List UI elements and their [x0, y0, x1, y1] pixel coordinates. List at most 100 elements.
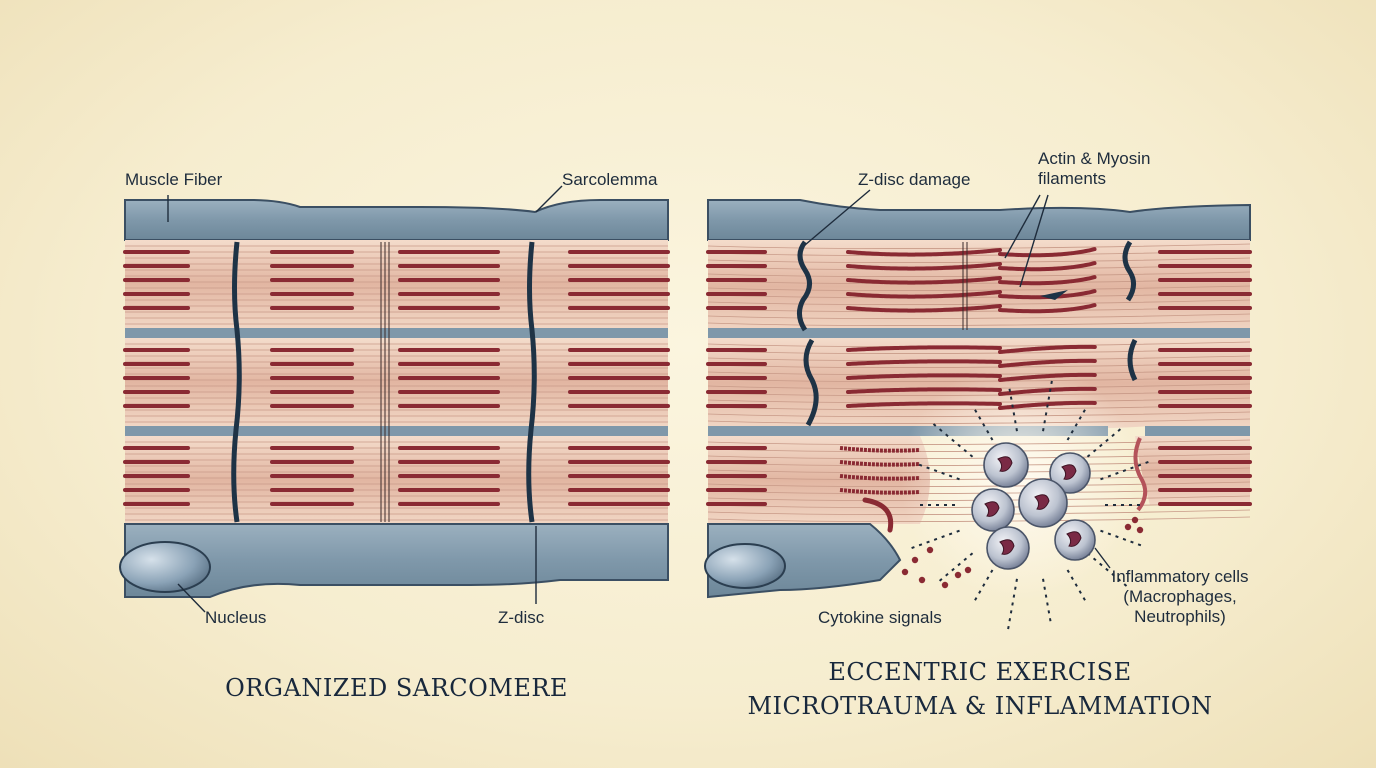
actin-filament: [707, 390, 1251, 396]
actin-filament: [707, 516, 1251, 522]
tear-mark: [1040, 290, 1068, 300]
myofibril-bands-left: [125, 240, 668, 524]
cytokine-dot: [964, 566, 972, 574]
cytokine-dot: [954, 571, 962, 579]
actin-filament: [707, 474, 1251, 480]
actin-filament: [707, 404, 1251, 410]
label-actin-myosin-line-2: filaments: [1038, 169, 1107, 189]
actin-filament: [707, 285, 1251, 291]
signal-ray: [1042, 376, 1054, 432]
myosin-filament-beaded: [846, 345, 1002, 352]
signal-ray: [907, 529, 960, 551]
cytokine-dot: [1124, 523, 1132, 531]
signal-ray: [929, 420, 974, 458]
title-eccentric-exercise: ECCENTRIC EXERCISE MICROTRAUMA & INFLAMM…: [700, 656, 1260, 723]
myosin-filament-beaded: [846, 359, 1002, 366]
myosin-filament-beaded: [846, 276, 1002, 285]
label-z-disc-damage: Z-disc damage: [858, 170, 971, 189]
myosin-filament-beaded: [998, 358, 1097, 368]
cytokine-dot: [941, 581, 949, 589]
frayed-filament: [862, 497, 894, 533]
label-sarcolemma: Sarcolemma: [562, 170, 658, 189]
actin-filament: [707, 320, 1251, 326]
signal-ray: [1066, 409, 1086, 441]
leader-lines-right: [804, 189, 1111, 569]
z-disc-torn: [1133, 437, 1148, 512]
inflammatory-cell: [1054, 519, 1096, 561]
myosin-filament-beaded: [998, 372, 1097, 382]
actin-filament: [707, 460, 1251, 466]
sarcolemma-top-damaged: [707, 199, 1251, 241]
myosin-filament-beaded: [846, 304, 1002, 313]
myosin-filament-beaded: [998, 344, 1097, 354]
cytokine-dot: [911, 556, 919, 564]
actin-filament: [707, 509, 1251, 515]
actin-filament: [707, 439, 1251, 445]
actin-filament: [707, 418, 1251, 424]
actin-filament: [707, 453, 1251, 459]
label-z-disc: Z-disc: [498, 608, 545, 627]
title-eccentric-line-2: MICROTRAUMA & INFLAMMATION: [747, 691, 1213, 720]
actin-filament: [707, 243, 1251, 249]
label-cytokine-signals: Cytokine signals: [818, 608, 942, 627]
actin-filament: [707, 271, 1251, 277]
actin-filament: [707, 495, 1251, 501]
myosin-filament-beaded: [998, 303, 1097, 314]
actin-filament: [707, 446, 1251, 452]
cytokine-dot: [918, 576, 926, 584]
cell-nucleus: [997, 456, 1013, 472]
m-line-left: [380, 242, 390, 522]
myosin-filament-beaded: [998, 275, 1097, 286]
inflammatory-cell: [971, 488, 1015, 532]
nucleus: [119, 541, 211, 593]
right-panel-damaged: [704, 189, 1252, 634]
cell-nucleus: [984, 501, 1000, 517]
label-inflammatory-cells: Inflammatory cells (Macrophages, Neutrop…: [1095, 567, 1265, 627]
actin-filament: [707, 362, 1251, 368]
cytokine-dot: [1131, 516, 1139, 524]
inflammatory-cell: [986, 526, 1030, 570]
myosin-filament-beaded: [846, 387, 1002, 394]
nucleus-right: [704, 543, 786, 589]
actin-filament: [707, 467, 1251, 473]
cell-nucleus: [999, 539, 1015, 555]
actin-filament: [707, 348, 1251, 354]
myosin-filament-beaded: [839, 446, 921, 453]
title-organized-sarcomere: ORGANIZED SARCOMERE: [225, 674, 568, 702]
myosin-filament-beaded: [846, 248, 1002, 257]
myosin-filament-beaded: [846, 401, 1002, 408]
cytokine-dot: [926, 546, 934, 554]
z-disc-damaged-1: [797, 240, 819, 427]
sarcolemma-top: [124, 199, 669, 241]
actin-filament: [707, 488, 1251, 494]
myosin-filament-beaded: [839, 488, 921, 495]
inflammatory-cell: [983, 442, 1029, 488]
actin-filament: [707, 257, 1251, 263]
actin-filament: [707, 481, 1251, 487]
inflammatory-cell: [1049, 452, 1091, 494]
cytokine-dot: [901, 568, 909, 576]
cytokine-dots: [901, 516, 1144, 589]
leader-lines-left: [167, 185, 563, 613]
sarcolemma-bottom: [124, 523, 669, 598]
label-actin-myosin: Actin & Myosin filaments: [1038, 149, 1150, 189]
label-actin-myosin-line-1: Actin & Myosin: [1038, 149, 1151, 168]
signal-ray: [1100, 459, 1153, 481]
label-muscle-fiber: Muscle Fiber: [125, 170, 223, 189]
label-nucleus: Nucleus: [205, 608, 267, 627]
actin-filament: [707, 411, 1251, 417]
cell-nucleus: [1066, 531, 1082, 547]
signal-ray: [1006, 578, 1018, 634]
actin-filament: [707, 376, 1251, 382]
m-line-right: [962, 242, 968, 330]
myosin-filament-beaded: [846, 262, 1002, 271]
signal-ray: [1086, 552, 1131, 590]
signal-ray: [974, 409, 994, 441]
filaments-left: [123, 245, 670, 521]
z-disc-damaged-2: [1122, 240, 1138, 382]
label-inflammatory-line-1: Inflammatory cells: [1111, 567, 1249, 586]
myosin-filament-beaded: [846, 373, 1002, 380]
label-inflammatory-line-2: (Macrophages,: [1123, 587, 1237, 607]
cytokine-dot: [1136, 526, 1144, 534]
